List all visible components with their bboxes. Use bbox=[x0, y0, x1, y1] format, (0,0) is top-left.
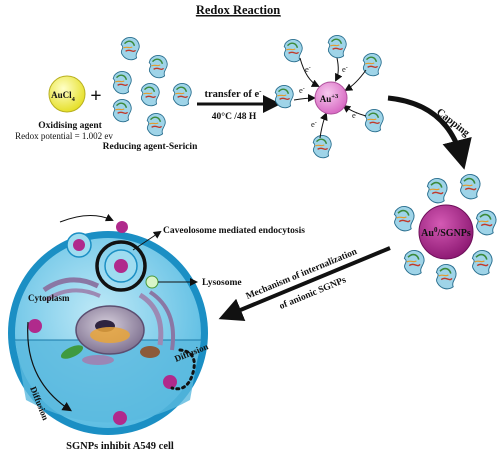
electron-arrow bbox=[335, 57, 343, 82]
sericin-protein bbox=[146, 112, 166, 137]
oxidant-label: Oxidising agent bbox=[38, 121, 102, 131]
plus-sign: + bbox=[90, 85, 101, 107]
redox-potential: Redox potential = 1.002 ev bbox=[15, 131, 113, 141]
diffusion-dotted-arrow bbox=[170, 348, 196, 391]
cell-cutaway bbox=[15, 340, 201, 423]
electron-arrow bbox=[293, 94, 316, 103]
electron-label: e- bbox=[299, 85, 305, 95]
lysosome bbox=[145, 275, 159, 289]
sericin-protein bbox=[120, 36, 140, 61]
sgnp-particle bbox=[116, 221, 128, 233]
caveolosome-ring bbox=[95, 240, 147, 292]
gold-ion-group: Au+3 e- e- e- e- e- bbox=[274, 34, 384, 159]
reductant-label: Reducing agent-Sericin bbox=[103, 142, 198, 152]
mitochondrion bbox=[140, 346, 160, 358]
nanoparticle-label: Au0/SGNPs bbox=[421, 226, 471, 239]
uptake-arrow bbox=[59, 213, 114, 223]
sgnp-in-vesicle bbox=[114, 259, 128, 273]
sericin-protein bbox=[148, 54, 168, 79]
sericin-protein bbox=[471, 249, 493, 276]
sgnp-particle bbox=[28, 319, 42, 333]
sericin-protein bbox=[312, 134, 332, 159]
sericin-protein bbox=[112, 98, 132, 123]
oxidant-sphere bbox=[48, 75, 86, 113]
sericin-protein bbox=[283, 38, 303, 63]
sgnp-particle bbox=[113, 411, 127, 425]
electron-label: e- bbox=[311, 119, 317, 129]
caveolosome-pointer bbox=[132, 230, 162, 251]
diffusion-arrow-left bbox=[27, 321, 73, 412]
nanoparticle-group: Au0/SGNPs bbox=[393, 173, 497, 290]
gold-ion-label: Au+3 bbox=[320, 93, 339, 104]
caveolosome-label: Caveolosome mediated endocytosis bbox=[163, 226, 305, 236]
electron-arrow bbox=[344, 69, 367, 92]
sericin-protein bbox=[112, 70, 132, 95]
sericin-protein bbox=[172, 82, 192, 107]
sgnp-particle bbox=[163, 375, 177, 389]
nanoparticle-sphere bbox=[418, 204, 474, 260]
sericin-protein bbox=[475, 209, 497, 236]
sericin-protein bbox=[459, 173, 481, 200]
transfer-conditions: 40°C /48 H bbox=[212, 111, 257, 122]
sericin-protein bbox=[140, 82, 160, 107]
lysosome-label: Lysosome bbox=[202, 278, 242, 288]
electron-label: e- bbox=[352, 110, 358, 120]
mitochondrion bbox=[60, 345, 84, 359]
sgnp-in-vesicle bbox=[73, 239, 85, 251]
electron-arrow bbox=[299, 57, 320, 87]
electron-label: e- bbox=[305, 64, 311, 74]
oxidant-formula: AuCl4 bbox=[51, 90, 76, 103]
caption: SGNPs inhibit A549 cell bbox=[66, 441, 174, 452]
sericin-protein bbox=[426, 177, 448, 204]
sericin-protein bbox=[327, 34, 347, 59]
sericin-protein bbox=[393, 205, 415, 232]
title: Redox Reaction bbox=[196, 3, 280, 17]
golgi bbox=[44, 288, 101, 302]
sericin-protein bbox=[274, 84, 294, 109]
capping-arrow bbox=[387, 95, 472, 170]
electron-arrow bbox=[342, 104, 367, 117]
endoplasmic-reticulum bbox=[138, 292, 164, 346]
sericin-protein bbox=[364, 108, 384, 133]
vesicle bbox=[82, 355, 114, 365]
gold-ion-sphere bbox=[314, 81, 348, 115]
sericin-protein bbox=[403, 249, 425, 276]
mechanism-arrow bbox=[218, 246, 391, 321]
cut-organelle bbox=[90, 327, 130, 343]
sericin-protein bbox=[435, 263, 457, 290]
golgi bbox=[42, 277, 100, 293]
sericin-protein bbox=[362, 52, 382, 77]
cytoplasm-label: Cytoplasm bbox=[28, 293, 70, 303]
sericin-cluster bbox=[112, 36, 192, 137]
transfer-label: transfer of e- bbox=[205, 87, 263, 100]
electron-label: e- bbox=[342, 64, 348, 74]
electron-arrow bbox=[319, 112, 328, 139]
endoplasmic-reticulum bbox=[148, 290, 175, 351]
